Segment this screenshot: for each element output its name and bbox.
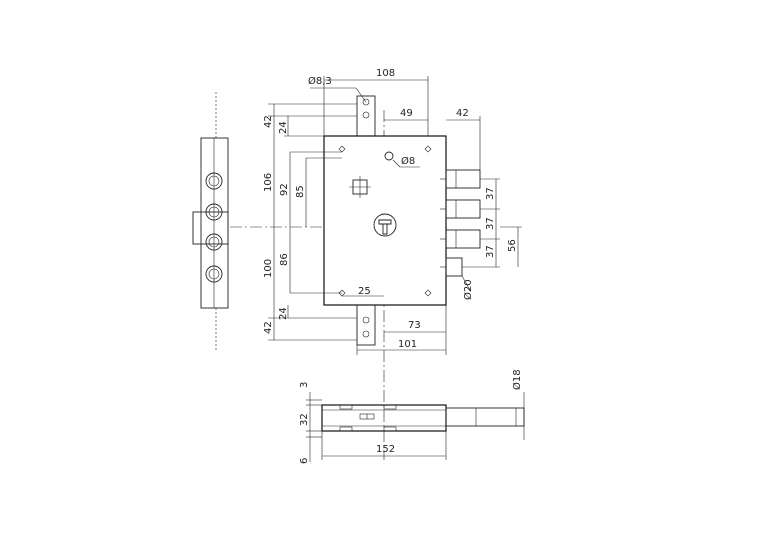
dim-top-width: 108 (376, 68, 395, 79)
dim-bottom-fixing-height: 42 (263, 321, 274, 334)
lock-body-front-view (323, 95, 481, 346)
dim-case-thickness: 32 (299, 413, 310, 426)
bolt-circle-1 (205, 172, 223, 190)
dim-top-offset: 49 (400, 108, 413, 119)
screw-hole (384, 151, 394, 161)
dim-bolt-spacing-2: 37 (485, 217, 496, 230)
dim-case-length: 152 (376, 444, 395, 455)
dim-bottom-hole-offset: 25 (358, 286, 371, 297)
dim-bolt-group: 56 (507, 239, 518, 252)
dim-screw-hole-diameter: Ø8 (401, 155, 415, 167)
dim-bolt-spacing-1: 37 (485, 187, 496, 200)
keyhole (373, 213, 397, 237)
bolt-1 (445, 169, 481, 189)
dim-bottom-width: 101 (398, 339, 417, 350)
dim-case-top: 3 (299, 382, 310, 388)
dim-bolt-spacing-3: 37 (485, 245, 496, 258)
dim-top-fixing-offset: 24 (278, 121, 289, 134)
dim-height-upper-hole: 85 (295, 185, 306, 198)
top-view-labels: Ø18 3 32 6 152 (299, 369, 523, 464)
dim-top-fixing-height: 42 (263, 115, 274, 128)
dim-height-upper: 106 (263, 173, 274, 192)
dim-case-bottom: 6 (299, 458, 310, 464)
faceplate-side-view (192, 92, 229, 352)
dim-bottom-fixing-offset: 24 (278, 307, 289, 320)
bolt-circle-3 (205, 233, 223, 251)
bolt-circle-4 (205, 265, 223, 283)
dim-bolt-end-diameter: Ø18 (511, 369, 523, 390)
dim-bolt-projection: 42 (456, 108, 469, 119)
dim-backset: 73 (408, 320, 421, 331)
dim-bolt-diameter: Ø20 (462, 279, 474, 300)
dimension-lines (268, 76, 522, 355)
dim-height-lower-inner: 86 (279, 253, 290, 266)
dim-hole-diameter: Ø8,3 (308, 75, 332, 87)
latch-bolt (445, 257, 463, 277)
lock-top-view (306, 392, 525, 462)
dim-height-lower: 100 (263, 259, 274, 278)
bolt-2 (445, 199, 481, 219)
dimension-labels: Ø8,3 108 49 42 42 24 106 92 85 Ø8 37 37 … (263, 68, 518, 350)
bolt-circle-2 (205, 203, 223, 221)
bolt-3 (445, 229, 481, 249)
dim-height-upper-inner: 92 (279, 183, 290, 196)
